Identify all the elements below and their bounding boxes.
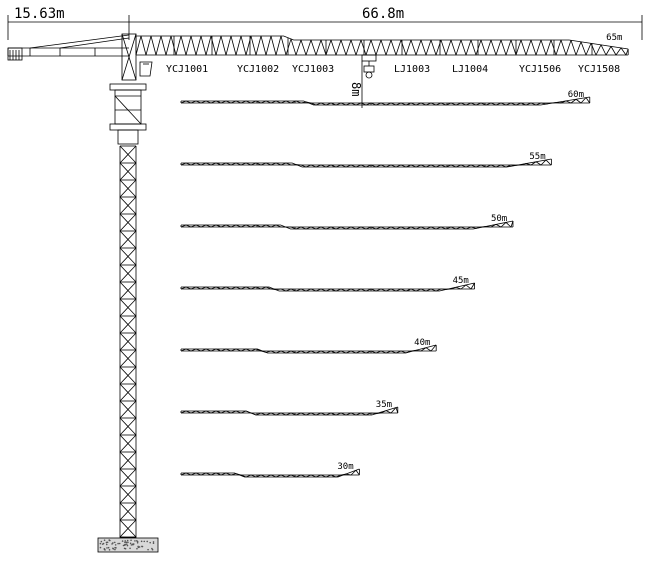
segment-label: LJ1004 [452, 64, 488, 75]
segment-labels: YCJ1001 YCJ1002 YCJ1003 LJ1003 LJ1004 YCJ1506… [166, 64, 620, 75]
jib-65m: 65m [136, 33, 628, 55]
jib-60m: 60m [181, 90, 590, 105]
segment-label: LJ1003 [394, 64, 430, 75]
segment-label: YCJ1001 [166, 64, 208, 75]
counter-jib-dimension: 15.63m [14, 6, 65, 22]
jib-length-label: 60m [568, 90, 584, 100]
segment-label: YCJ1508 [578, 64, 620, 75]
slewing-section [110, 84, 146, 144]
segment-label: YCJ1506 [519, 64, 561, 75]
tower-head [122, 34, 152, 80]
jib-dimension: 66.8m [362, 6, 404, 22]
jib-45m: 45m [181, 276, 475, 291]
tower-mast [120, 146, 136, 538]
jib-50m: 50m [181, 214, 513, 229]
hook-height-label: 8m [349, 82, 363, 96]
counter-jib [8, 35, 129, 60]
jib-30m: 30m [181, 462, 359, 477]
jib-55m: 55m [181, 152, 551, 167]
segment-label: YCJ1003 [292, 64, 334, 75]
jib-length-label: 35m [376, 400, 392, 410]
jib-35m: 35m [181, 400, 398, 415]
jib-length-label: 55m [529, 152, 545, 162]
dimension-lines [8, 15, 642, 40]
jib-configurations: 65m 60m 55m 50m 45m 40m 35m 30m [136, 33, 628, 477]
jib-length-label: 45m [453, 276, 469, 286]
segment-label: YCJ1002 [237, 64, 279, 75]
jib-40m: 40m [181, 338, 436, 353]
trolley-hook [362, 55, 376, 108]
jib-length-label: 65m [606, 33, 622, 43]
foundation [98, 538, 158, 552]
jib-length-label: 50m [491, 214, 507, 224]
jib-length-label: 30m [337, 462, 353, 472]
jib-length-label: 40m [414, 338, 430, 348]
